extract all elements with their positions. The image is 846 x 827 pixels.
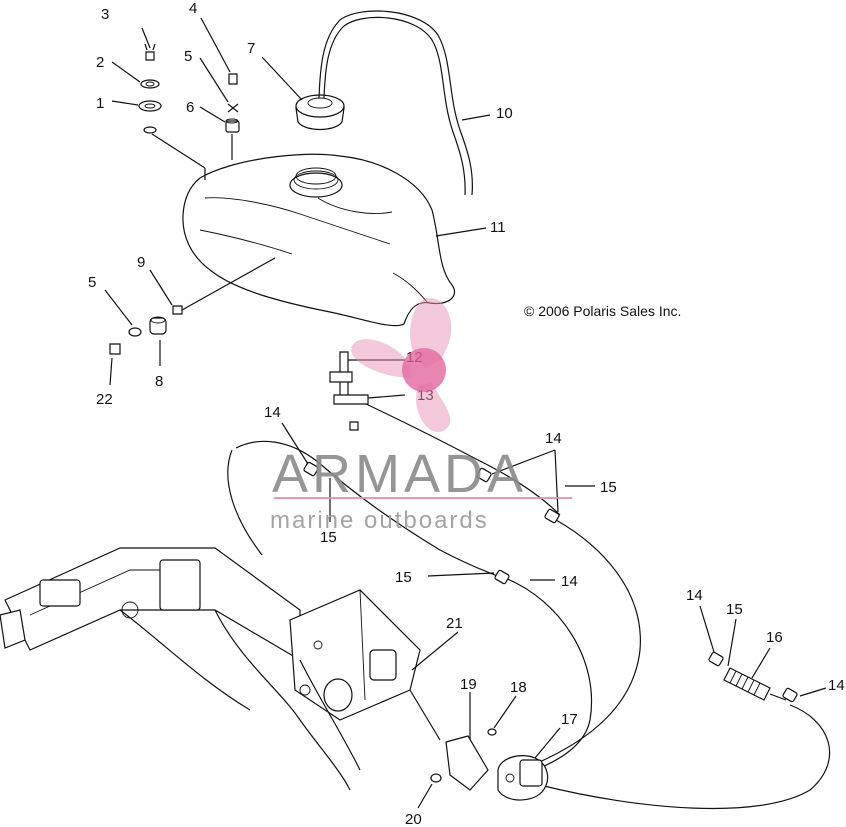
callout-22: 22: [96, 391, 113, 408]
callout-20: 20: [405, 811, 422, 827]
watermark-tagline: marine outboards: [270, 507, 489, 534]
fuel-tank: [182, 153, 456, 327]
tank-mount-hardware: [109, 257, 276, 355]
pump-bracket: [430, 728, 497, 791]
callout-16: 16: [766, 629, 783, 646]
watermark-brand: ARMADA: [272, 444, 527, 504]
hose-clamps: [303, 461, 798, 703]
callout-14c: 14: [561, 573, 578, 590]
vehicle-frame: [0, 547, 441, 791]
callout-4: 4: [189, 0, 197, 17]
callout-1: 1: [96, 95, 104, 112]
callout-9: 9: [137, 254, 145, 271]
fuel-cap: [295, 94, 345, 131]
callout-6: 6: [186, 99, 194, 116]
callout-14a: 14: [264, 404, 281, 421]
copyright-notice: © 2006 Polaris Sales Inc.: [524, 303, 681, 319]
fuel-valve-bracket: [329, 351, 405, 431]
callout-8: 8: [155, 373, 163, 390]
callout-3: 3: [101, 6, 109, 23]
callout-18: 18: [510, 679, 527, 696]
callout-11: 11: [490, 219, 506, 236]
callout-10: 10: [496, 105, 513, 122]
hardware-1-2-3: [138, 43, 162, 134]
callout-5a: 5: [184, 48, 192, 65]
callout-14d: 14: [686, 587, 703, 604]
fuel-lines: [227, 403, 831, 810]
callout-2: 2: [96, 54, 104, 71]
hardware-4-5-6: [225, 73, 240, 133]
callout-14e: 14: [828, 677, 845, 694]
propeller-logo-icon: [351, 297, 452, 432]
callout-labels: 1 2 3 4 5 6 7 5 9 8 22 10 11 12 13 14 14…: [88, 0, 845, 827]
callout-17: 17: [561, 711, 578, 728]
callout-14b: 14: [545, 430, 562, 447]
callout-5b: 5: [88, 274, 96, 291]
callout-15c: 15: [395, 569, 412, 586]
fuel-filter: [723, 667, 787, 701]
callout-15a: 15: [600, 479, 617, 496]
callout-7: 7: [247, 40, 255, 57]
vent-hose: [318, 10, 473, 196]
watermark: ARMADA marine outboards: [270, 297, 572, 534]
callout-15b: 15: [320, 529, 337, 546]
callout-15d: 15: [726, 601, 743, 618]
callout-21: 21: [446, 615, 463, 632]
filler-neck: [289, 167, 343, 198]
fuel-pump: [497, 755, 549, 801]
leader-lines: [104, 17, 827, 809]
callout-19: 19: [460, 676, 477, 693]
